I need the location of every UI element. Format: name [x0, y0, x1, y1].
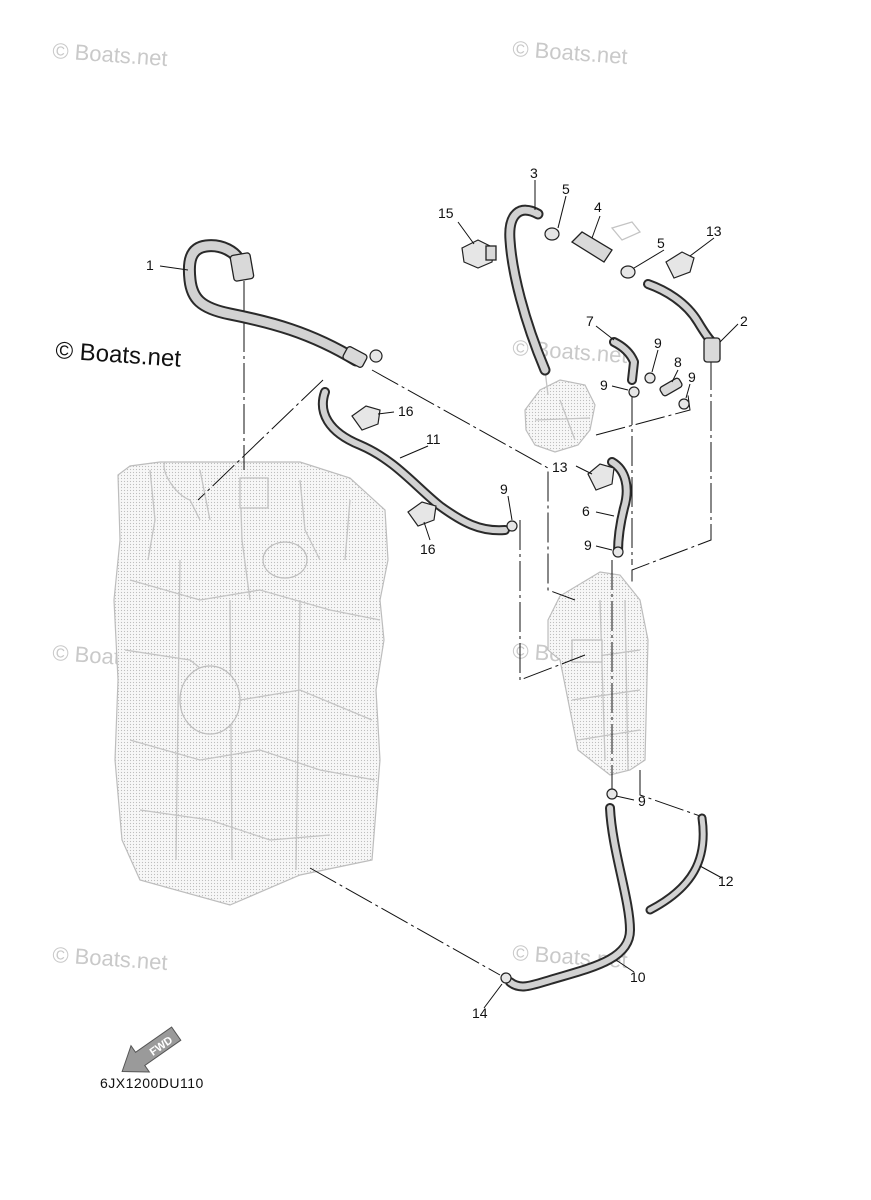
hoses — [182, 204, 717, 992]
clamp-16-lower — [407, 501, 437, 527]
hose-2 — [643, 279, 717, 347]
connection-lines — [197, 281, 712, 976]
connector-2 — [703, 337, 721, 363]
clip-9-a — [644, 372, 656, 384]
callout-16-lower: 16 — [420, 541, 436, 557]
callout-1: 1 — [146, 257, 154, 273]
check-valve-8 — [659, 377, 683, 397]
callout-10: 10 — [630, 969, 646, 985]
leader-lines — [159, 180, 739, 1009]
watermark-featured: © Boats.net — [55, 337, 183, 373]
callout-16-upper: 16 — [398, 403, 414, 419]
callout-6: 6 — [582, 503, 590, 519]
callout-9-b: 9 — [600, 377, 608, 393]
callout-2: 2 — [740, 313, 748, 329]
hose-6 — [607, 457, 632, 557]
hose-3 — [504, 204, 551, 376]
callout-15: 15 — [438, 205, 454, 221]
callout-9-d: 9 — [500, 481, 508, 497]
fuel-filter-housing — [524, 369, 596, 453]
callouts: 1 3 5 4 15 13 5 2 7 9 8 9 9 16 11 13 9 6… — [146, 165, 748, 1021]
hose-12 — [645, 813, 708, 915]
clip-9-f — [606, 788, 618, 800]
callout-13-upper: 13 — [706, 223, 722, 239]
hose-1 — [182, 239, 363, 367]
callout-9-f: 9 — [638, 793, 646, 809]
callout-4: 4 — [594, 199, 602, 215]
clip-9-d — [506, 520, 518, 532]
hose-10 — [505, 803, 635, 992]
callout-11: 11 — [426, 431, 441, 447]
clip-14 — [500, 972, 512, 984]
clip-5-upper — [544, 227, 560, 241]
clamp-13-upper — [665, 251, 695, 279]
hose-1-connector — [229, 252, 255, 282]
engine-block — [113, 461, 389, 906]
callout-9-c: 9 — [688, 369, 696, 385]
watermark-top-right: © Boats.net — [512, 36, 629, 69]
callout-8: 8 — [674, 354, 682, 370]
callout-9-e: 9 — [584, 537, 592, 553]
callout-9-a: 9 — [654, 335, 662, 351]
watermark-top-left: © Boats.net — [52, 38, 169, 71]
callout-3: 3 — [530, 165, 538, 181]
callout-12: 12 — [718, 873, 734, 889]
callout-13-lower: 13 — [552, 459, 568, 475]
diagram-code: 6JX1200DU110 — [100, 1075, 204, 1091]
callout-5-upper: 5 — [562, 181, 570, 197]
clamp-16-upper — [351, 405, 381, 431]
clip-9-b — [628, 386, 640, 398]
hose-11 — [317, 387, 510, 536]
watermark-bottom-left: © Boats.net — [52, 942, 169, 975]
callout-5-lower: 5 — [657, 235, 665, 251]
clip-9-e — [612, 546, 624, 558]
clamp-13-lower — [587, 463, 615, 491]
vapor-separator — [547, 571, 649, 776]
callout-7: 7 — [586, 313, 594, 329]
fittings — [229, 221, 721, 984]
hose-7 — [609, 337, 639, 385]
clip-9-c — [678, 398, 690, 410]
clip-5-lower — [620, 265, 636, 279]
fuel-filter-4 — [570, 231, 613, 263]
callout-14: 14 — [472, 1005, 488, 1021]
